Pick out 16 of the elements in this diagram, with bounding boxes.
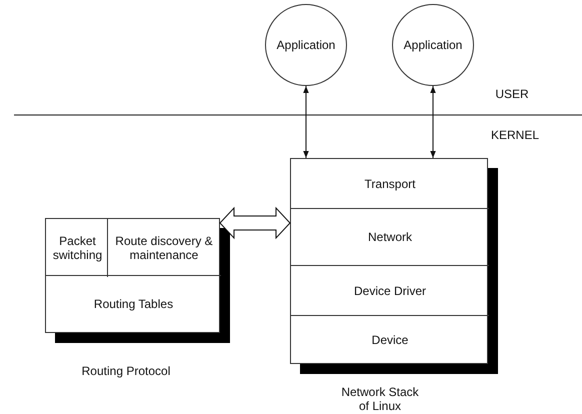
layer-label: USER	[494, 87, 530, 102]
node-label: Packet switching	[52, 234, 104, 262]
node-label: Routing Protocol	[80, 364, 172, 378]
layer-label: KERNEL	[490, 128, 540, 142]
node-label: Application	[276, 38, 336, 52]
node-label: Device Driver	[352, 284, 427, 298]
node-label: Application	[402, 38, 464, 52]
node-label: Routing Tables	[92, 297, 174, 312]
arrow	[303, 86, 309, 158]
node-label: Network	[366, 230, 413, 245]
double-block-arrow	[219, 206, 291, 240]
arrow	[430, 86, 436, 158]
node-label: Route discovery & maintenance	[114, 234, 214, 262]
node-label: Transport	[364, 177, 416, 192]
node-label: Network Stack of Linux	[340, 385, 420, 414]
node-label: Device	[370, 332, 410, 348]
